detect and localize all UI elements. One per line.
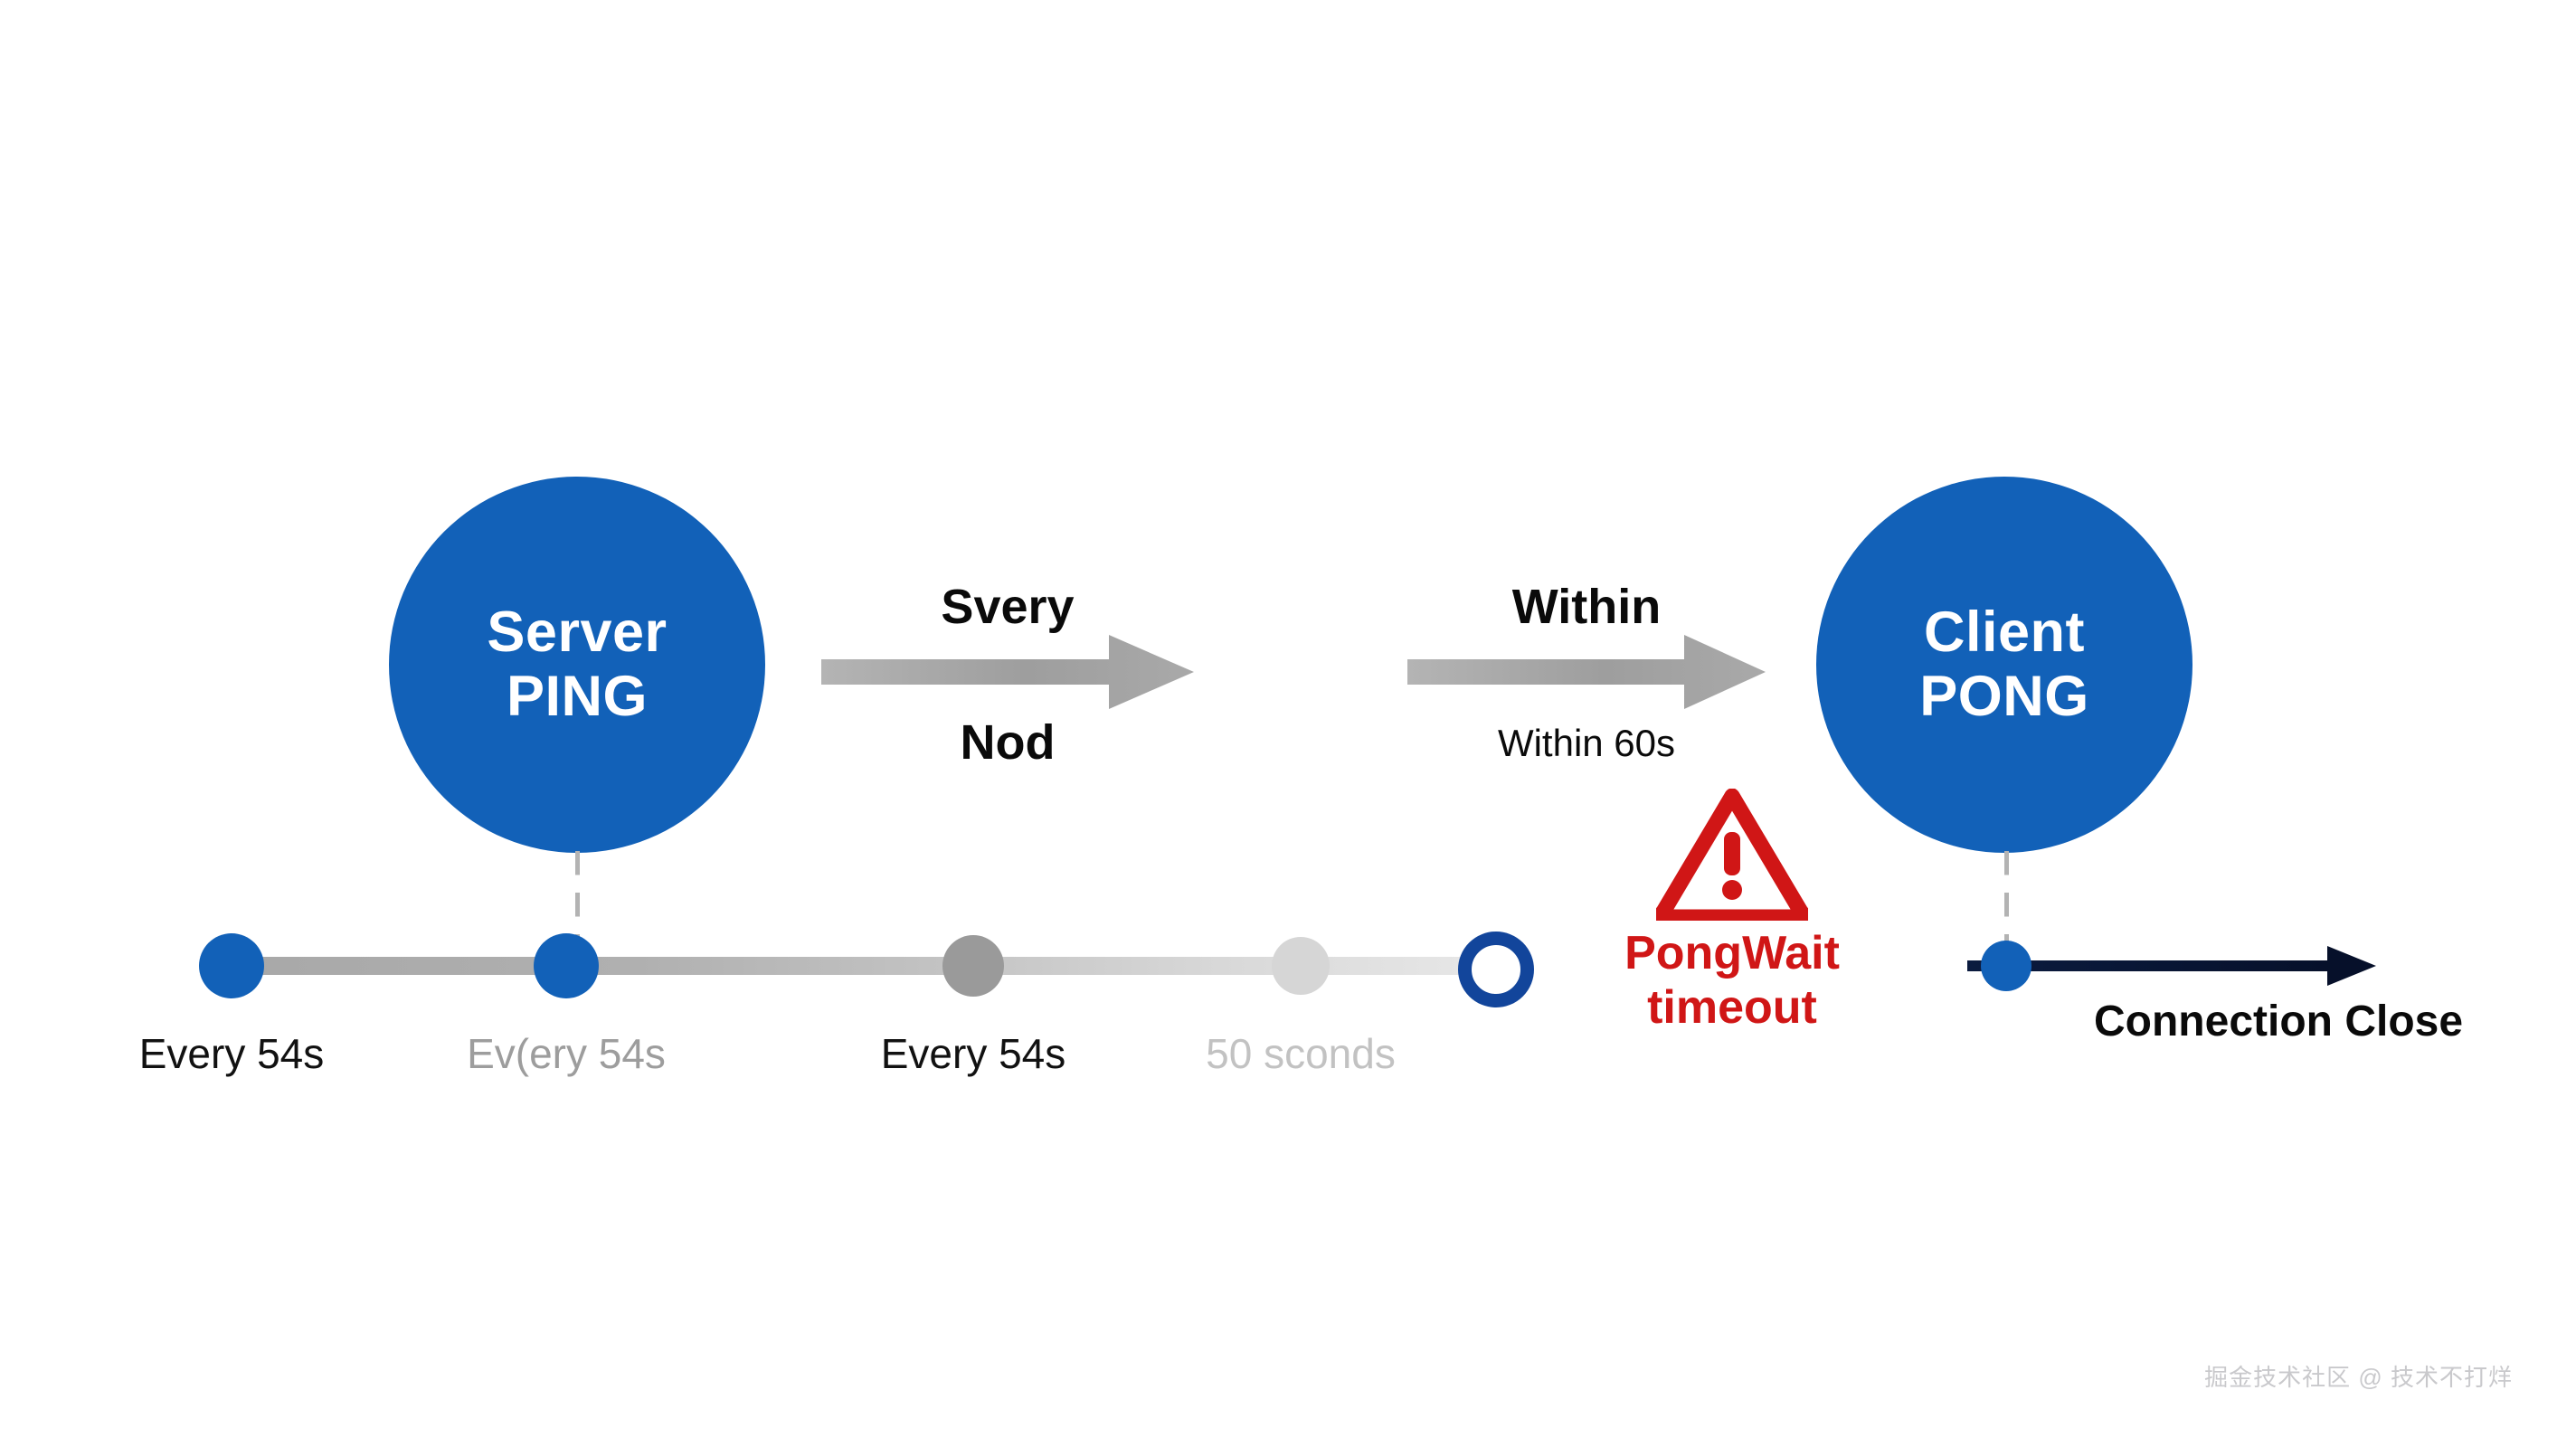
warning-line2: timeout (1647, 981, 1817, 1035)
flow1-bottom-label: Nod (960, 715, 1056, 770)
watermark: 掘金技术社区 @ 技术不打烊 (2204, 1364, 2513, 1391)
pongwait-timeout-warning: PongWait timeout (1587, 789, 1877, 1036)
timeline-label-2: Ev(ery 54s (467, 1030, 666, 1077)
timeline-marker-1[interactable] (199, 933, 264, 998)
server-node-line2: PING (506, 665, 649, 728)
timeline-label-3: Every 54s (880, 1030, 1066, 1077)
timeline-label-4: 50 sconds (1206, 1030, 1396, 1077)
connection-close-arrow-icon (1967, 941, 2383, 991)
client-node-line1: Client (1923, 601, 2085, 665)
client-node-line2: PONG (1919, 665, 2089, 728)
timeline-marker-5-pending[interactable] (1458, 932, 1534, 1007)
client-node-connector (2004, 851, 2009, 954)
warning-triangle-icon (1656, 789, 1808, 921)
flow2-bottom-label: Within 60s (1497, 722, 1676, 764)
server-node-connector (575, 851, 580, 961)
timeline-marker-3[interactable] (942, 935, 1004, 997)
timeline-label-1: Every 54s (138, 1030, 325, 1077)
flow2-top-label: Within (1511, 580, 1662, 634)
flow2-arrow-icon (1407, 633, 1766, 711)
flow1-top-label: Svery (941, 580, 1075, 634)
timeline-marker-2[interactable] (534, 933, 599, 998)
timeline-marker-4[interactable] (1272, 937, 1330, 995)
pongwait-timeout-text: PongWait timeout (1587, 926, 1877, 1036)
client-pong-node[interactable]: Client PONG (1816, 477, 2192, 853)
connection-close-marker[interactable] (1981, 941, 2031, 991)
server-ping-node[interactable]: Server PING (389, 477, 765, 853)
flow1-arrow-icon (821, 633, 1194, 711)
server-node-line1: Server (487, 601, 668, 665)
warning-line1: PongWait (1624, 927, 1840, 979)
connection-close-label: Connection Close (2094, 998, 2464, 1045)
